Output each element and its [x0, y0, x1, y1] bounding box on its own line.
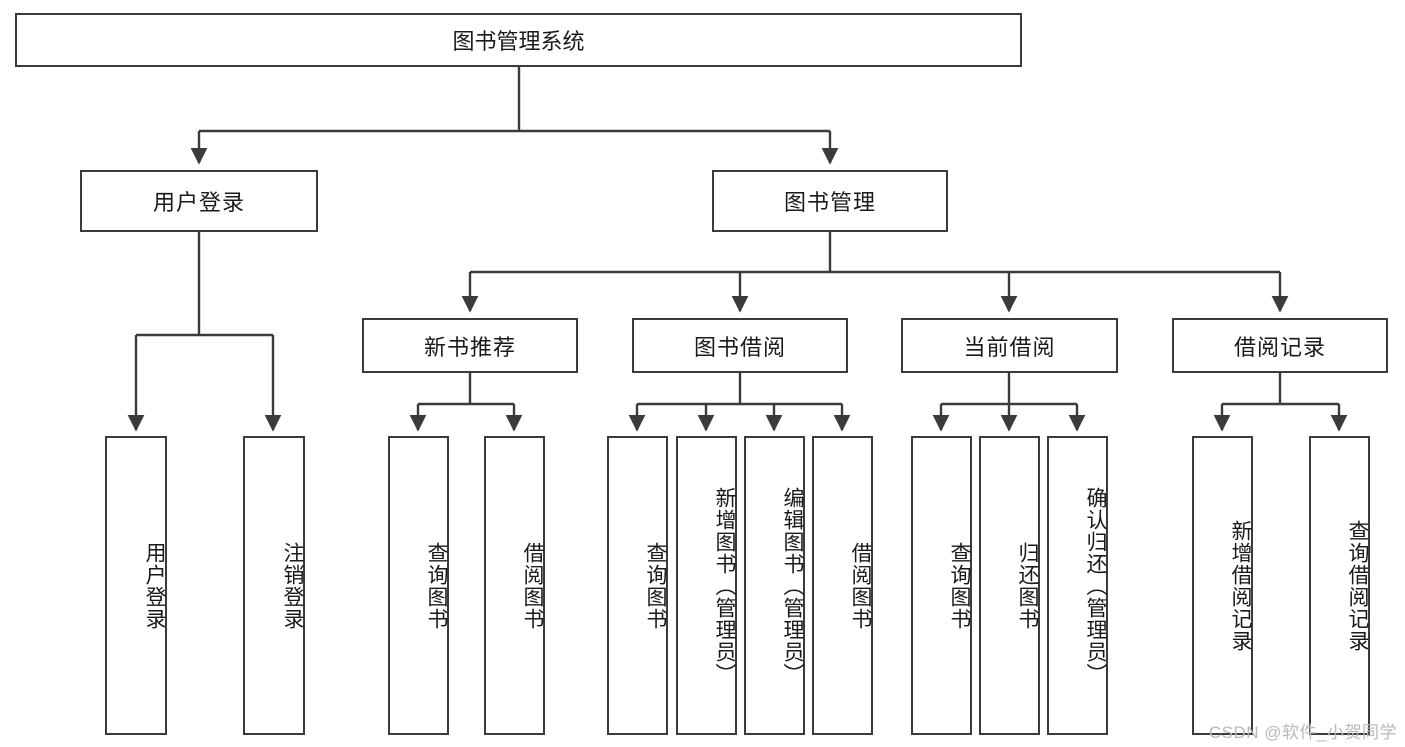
node-label: 图书借阅: [693, 334, 786, 360]
leaf-borrow-edit-book-admin[interactable]: 编辑图书（管理员）: [744, 436, 805, 735]
leaf-current-return-book[interactable]: 归还图书: [979, 436, 1040, 735]
node-label: 新增借阅记录: [1229, 519, 1252, 652]
node-label: 新增图书（管理员）: [713, 486, 736, 685]
leaf-current-confirm-return-admin[interactable]: 确认归还（管理员）: [1047, 436, 1108, 735]
leaf-newbook-borrow-book[interactable]: 借阅图书: [484, 436, 545, 735]
node-root-system[interactable]: 图书管理系统: [15, 13, 1022, 67]
leaf-borrow-lend-book[interactable]: 借阅图书: [812, 436, 873, 735]
node-label: 用户登录: [152, 190, 245, 215]
node-label: 编辑图书（管理员）: [781, 486, 804, 685]
leaf-records-add-record[interactable]: 新增借阅记录: [1192, 436, 1253, 735]
node-label: 借阅图书: [521, 541, 544, 630]
node-label: 用户登录: [143, 541, 166, 630]
node-label: 查询图书: [644, 541, 667, 630]
node-label: 查询图书: [425, 541, 448, 630]
node-label: 借阅记录: [1233, 334, 1326, 360]
node-label: 当前借阅: [963, 334, 1056, 360]
node-current-borrow[interactable]: 当前借阅: [901, 318, 1118, 373]
leaf-user-logout[interactable]: 注销登录: [243, 436, 305, 735]
csdn-watermark: CSDN @软件_小贺同学: [1208, 723, 1397, 742]
node-label: 确认归还（管理员）: [1084, 486, 1107, 685]
node-label: 图书管理系统: [452, 29, 585, 54]
leaf-user-login[interactable]: 用户登录: [105, 436, 167, 735]
node-user-login[interactable]: 用户登录: [80, 170, 318, 232]
node-label: 查询图书: [948, 541, 971, 630]
node-book-management[interactable]: 图书管理: [712, 170, 948, 232]
node-label: 图书管理: [783, 190, 876, 215]
node-borrow-records[interactable]: 借阅记录: [1172, 318, 1388, 373]
node-new-book-recommend[interactable]: 新书推荐: [362, 318, 578, 373]
node-book-borrow[interactable]: 图书借阅: [632, 318, 848, 373]
leaf-borrow-query-book[interactable]: 查询图书: [607, 436, 668, 735]
node-label: 查询借阅记录: [1346, 519, 1369, 652]
leaf-current-query-book[interactable]: 查询图书: [911, 436, 972, 735]
node-label: 注销登录: [281, 541, 304, 630]
leaf-records-query-record[interactable]: 查询借阅记录: [1309, 436, 1370, 735]
node-label: 新书推荐: [423, 334, 516, 360]
node-label: 借阅图书: [849, 541, 872, 630]
leaf-newbook-query-book[interactable]: 查询图书: [388, 436, 449, 735]
node-label: 归还图书: [1016, 541, 1039, 630]
leaf-borrow-add-book-admin[interactable]: 新增图书（管理员）: [676, 436, 737, 735]
